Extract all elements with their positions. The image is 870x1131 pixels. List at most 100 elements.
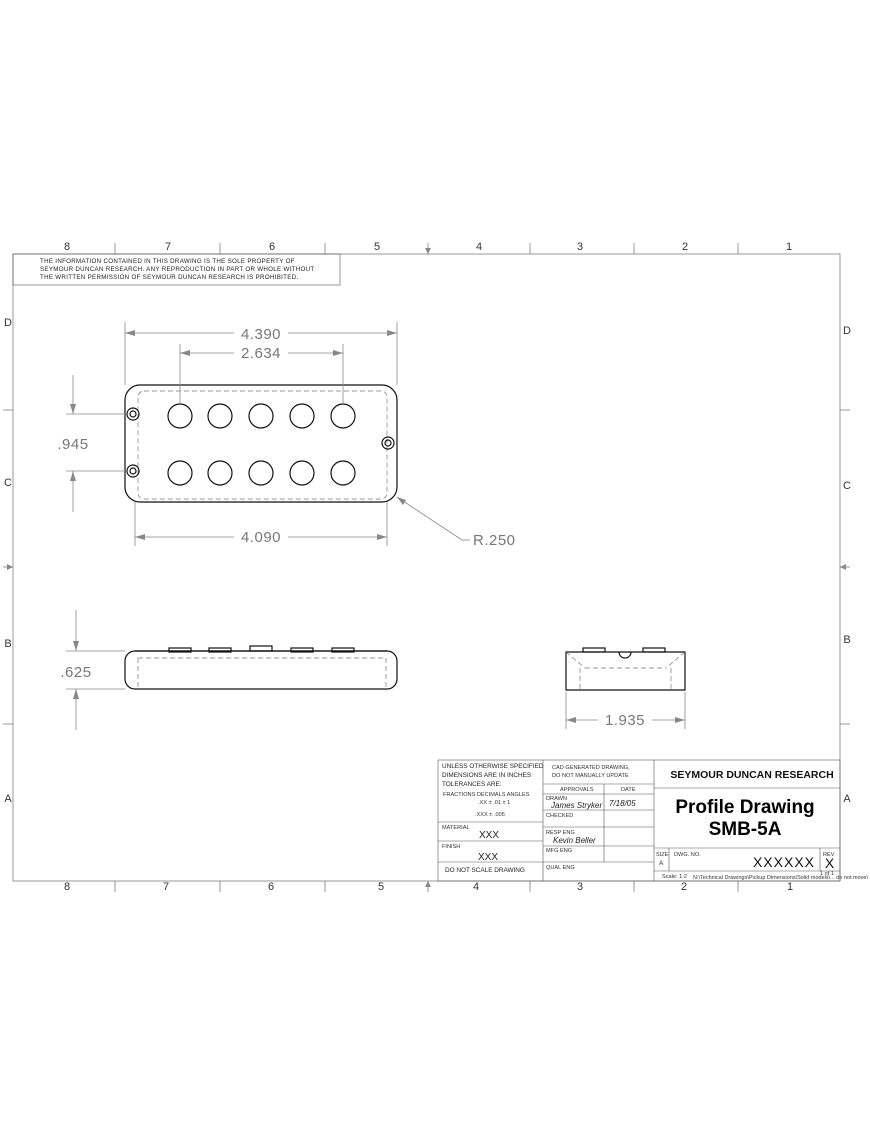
centering-arrows bbox=[7, 248, 846, 887]
zone-labels-bottom: 8 7 6 5 4 3 2 1 bbox=[64, 881, 793, 893]
size-value: A bbox=[659, 860, 664, 867]
zone-labels-left: D C B A bbox=[4, 317, 12, 805]
zone-row-a-left: A bbox=[4, 793, 12, 805]
zone-row-d-left: D bbox=[4, 317, 12, 329]
pole-top bbox=[208, 647, 232, 653]
company-name: SEYMOUR DUNCAN RESEARCH bbox=[670, 769, 833, 781]
overall-length-label: 4.390 bbox=[241, 326, 281, 343]
dimension-overall-length: 4.390 bbox=[124, 322, 398, 385]
zone-col-7: 7 bbox=[165, 241, 171, 253]
pole-top bbox=[331, 647, 355, 653]
zone-row-a-right: A bbox=[843, 793, 851, 805]
pole-piece bbox=[330, 403, 356, 429]
dimension-height: .625 bbox=[60, 610, 125, 730]
zone-col-8: 8 bbox=[64, 241, 70, 253]
height-label: .625 bbox=[60, 664, 91, 681]
top-view: 4.390 2.634 .945 bbox=[57, 322, 515, 549]
drawing-title-line-2: SMB-5A bbox=[709, 819, 782, 840]
mounting-screw bbox=[381, 436, 395, 450]
size-label: SIZE bbox=[656, 852, 669, 858]
side-pole-top bbox=[582, 647, 606, 653]
pole-piece bbox=[207, 460, 233, 486]
width-label: .945 bbox=[57, 436, 88, 453]
pole-piece bbox=[248, 403, 274, 429]
corner-radius-label: R.250 bbox=[473, 532, 516, 549]
zone-col-4-bottom: 4 bbox=[473, 881, 479, 893]
drawn-by: James Stryker bbox=[550, 801, 602, 810]
front-view: .625 bbox=[60, 610, 398, 730]
tolerance-header: FRACTIONS DECIMALS ANGLES bbox=[443, 792, 530, 798]
inner-length-label: 4.090 bbox=[241, 529, 281, 546]
dimension-pole-spacing: 2.634 bbox=[179, 344, 344, 404]
tolerance-row-2: .XXX ± .005 bbox=[475, 812, 505, 818]
notice-line-3: THE WRITTEN PERMISSION OF SEYMOUR DUNCAN… bbox=[40, 274, 298, 281]
resp-eng-name: Kevin Beller bbox=[553, 836, 596, 845]
notice-line-1: THE INFORMATION CONTAINED IN THIS DRAWIN… bbox=[40, 258, 295, 265]
zone-col-2-bottom: 2 bbox=[681, 881, 687, 893]
dwg-no-label: DWG. NO. bbox=[674, 852, 701, 858]
mounting-screw bbox=[126, 464, 140, 478]
dimension-corner-radius: R.250 bbox=[396, 496, 516, 549]
cad-note-line-2: DO NOT MANUALLY UPDATE bbox=[552, 773, 629, 779]
rev-label: REV bbox=[823, 852, 835, 858]
pole-spacing-label: 2.634 bbox=[241, 345, 281, 362]
tolerance-line-2: DIMENSIONS ARE IN INCHES bbox=[442, 772, 531, 779]
material-value: XXX bbox=[479, 830, 499, 841]
sheet-text: 1 of 1 bbox=[820, 871, 834, 877]
file-path-text: N:\Technical Drawings\Pickup Dimensions\… bbox=[693, 875, 868, 881]
pole-top bbox=[290, 647, 314, 653]
zone-col-3: 3 bbox=[577, 241, 583, 253]
scale-text: Scale: 1:2 bbox=[662, 874, 687, 880]
pole-top bbox=[168, 647, 192, 653]
sheet-border bbox=[12, 253, 841, 882]
date-label: DATE bbox=[621, 787, 636, 793]
finish-label: FINISH bbox=[442, 844, 460, 850]
zone-col-2: 2 bbox=[682, 241, 688, 253]
title-block: UNLESS OTHERWISE SPECIFIED DIMENSIONS AR… bbox=[437, 759, 868, 882]
finish-value: XXX bbox=[478, 852, 498, 863]
zone-col-3-bottom: 3 bbox=[577, 881, 583, 893]
notice-line-2: SEYMOUR DUNCAN RESEARCH. ANY REPRODUCTIO… bbox=[40, 266, 314, 273]
pole-piece bbox=[248, 460, 274, 486]
pickup-outline-front bbox=[124, 650, 398, 690]
mounting-screw bbox=[126, 407, 140, 421]
pole-piece bbox=[207, 403, 233, 429]
pole-piece bbox=[167, 460, 193, 486]
zone-labels-right: D C B A bbox=[843, 325, 851, 805]
rev-value: X bbox=[825, 855, 835, 871]
zone-row-b-left: B bbox=[4, 638, 11, 650]
approvals-label: APPROVALS bbox=[560, 787, 594, 793]
zone-labels-top: 8 7 6 5 4 3 2 1 bbox=[64, 241, 792, 253]
pole-top bbox=[249, 645, 273, 652]
side-width-label: 1.935 bbox=[605, 712, 645, 729]
zone-row-d-right: D bbox=[843, 325, 851, 337]
side-view: 1.935 bbox=[565, 647, 686, 729]
notice-box bbox=[12, 253, 341, 286]
resp-eng-label: RESP ENG bbox=[546, 830, 575, 836]
pole-piece bbox=[330, 460, 356, 486]
zone-col-7-bottom: 7 bbox=[163, 881, 169, 893]
zone-col-4: 4 bbox=[476, 241, 482, 253]
pole-piece bbox=[289, 460, 315, 486]
drawn-date: 7/18/05 bbox=[609, 799, 636, 808]
zone-col-6-bottom: 6 bbox=[268, 881, 274, 893]
do-not-scale-note: DO NOT SCALE DRAWING bbox=[445, 867, 525, 874]
tolerance-row-1: .XX ± .01 ± 1 bbox=[478, 800, 510, 806]
zone-row-b-right: B bbox=[843, 634, 850, 646]
zone-col-5: 5 bbox=[374, 241, 380, 253]
dimension-width: .945 bbox=[57, 375, 125, 512]
cad-note-line-1: CAD GENERATED DRAWING, bbox=[552, 765, 630, 771]
zone-col-1-bottom: 1 bbox=[787, 881, 793, 893]
zone-col-5-bottom: 5 bbox=[378, 881, 384, 893]
zone-col-1: 1 bbox=[786, 241, 792, 253]
qual-eng-label: QUAL ENG bbox=[546, 865, 575, 871]
zone-col-8-bottom: 8 bbox=[64, 881, 70, 893]
dwg-no-value: XXXXXX bbox=[753, 854, 815, 870]
pickup-outline-top bbox=[124, 384, 398, 503]
drawing-title-line-1: Profile Drawing bbox=[675, 797, 814, 818]
tolerance-line-1: UNLESS OTHERWISE SPECIFIED bbox=[442, 763, 544, 770]
zone-row-c-right: C bbox=[843, 480, 851, 492]
zone-ticks bbox=[3, 243, 850, 892]
pole-piece bbox=[289, 403, 315, 429]
